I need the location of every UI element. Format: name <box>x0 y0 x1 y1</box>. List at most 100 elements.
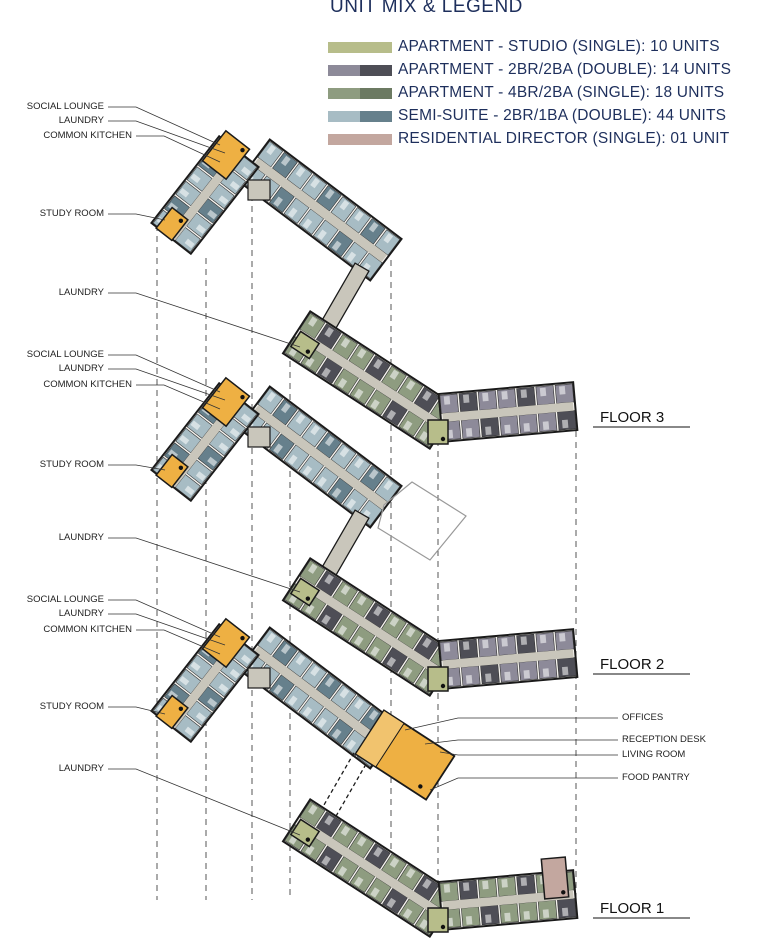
bath <box>308 316 318 327</box>
floor-2-plan <box>150 376 579 698</box>
bath <box>266 391 277 403</box>
bath <box>324 815 334 826</box>
bath <box>354 457 364 469</box>
legend-swatch <box>328 64 392 76</box>
bath <box>310 177 320 189</box>
leader-line <box>108 464 166 471</box>
legend-label: SEMI-SUITE - 2BR/1BA (DOUBLE): 44 UNITS <box>398 107 727 124</box>
bath <box>405 627 416 638</box>
legend-swatch <box>328 87 392 99</box>
bath <box>280 155 291 167</box>
label-social-lounge: SOCIAL LOUNGE <box>26 594 104 605</box>
studio-unit <box>427 907 449 933</box>
study-room-shape <box>155 453 189 489</box>
bath <box>402 667 413 678</box>
bath <box>331 728 342 739</box>
marker-dot <box>440 436 446 442</box>
semi-suite-wing-east <box>237 385 403 529</box>
bath <box>331 487 342 498</box>
label-laundry: LAUNDRY <box>58 532 104 543</box>
leader-line <box>136 135 221 163</box>
leader-line <box>108 706 166 715</box>
bath <box>339 199 350 211</box>
bath <box>195 471 206 481</box>
legend-swatch <box>328 41 392 53</box>
building-plans <box>150 129 579 939</box>
social-lounge <box>201 129 251 181</box>
marker-dot <box>418 784 423 789</box>
bath <box>240 654 252 665</box>
semi-suite-wing-east <box>237 626 403 770</box>
bath <box>405 380 416 391</box>
legend-item-studio: APARTMENT - STUDIO (SINGLE): 10 UNITS <box>328 37 720 57</box>
bath <box>462 394 470 404</box>
laundry-room-shape <box>289 577 321 607</box>
alignment-dashed-lines <box>156 195 577 930</box>
bath <box>368 221 379 233</box>
bath <box>539 634 547 644</box>
label-common-kitchen: COMMON KITCHEN <box>43 379 132 390</box>
study-room-shape <box>155 694 189 730</box>
social-lounge-shape <box>201 617 251 669</box>
bath <box>195 224 206 234</box>
bath <box>287 695 298 706</box>
bath <box>354 210 364 222</box>
bath <box>331 240 342 251</box>
label-offices: OFFICES <box>622 712 664 723</box>
bath <box>346 739 357 751</box>
bath <box>443 643 451 652</box>
label-laundry: LAUNDRY <box>58 115 104 126</box>
bath <box>465 916 473 925</box>
bath <box>520 636 528 645</box>
bath <box>386 897 397 909</box>
bath <box>340 825 351 837</box>
bath <box>266 144 277 156</box>
bath <box>482 639 489 649</box>
bath <box>422 390 432 402</box>
bath <box>321 367 331 378</box>
laundry-room-shape <box>289 818 321 848</box>
bath <box>419 677 429 689</box>
bath <box>501 637 508 647</box>
bath <box>356 348 367 359</box>
bath <box>482 392 489 402</box>
bath <box>389 616 400 627</box>
courtyard-outline <box>377 481 467 561</box>
lobby <box>354 709 456 801</box>
bath <box>280 402 291 414</box>
bath <box>373 358 383 370</box>
bath <box>520 389 528 398</box>
study-room <box>155 694 189 730</box>
bath <box>422 878 432 890</box>
bath <box>340 584 351 596</box>
bath <box>295 654 306 666</box>
legend-label: APARTMENT - 4BR/2BA (SINGLE): 18 UNITS <box>398 84 725 101</box>
bath <box>559 385 566 395</box>
studio-unit <box>427 666 449 692</box>
bath <box>184 485 195 496</box>
marker-dot <box>178 465 184 470</box>
bath <box>465 428 473 437</box>
bath <box>190 173 201 184</box>
marker-dot <box>561 890 566 895</box>
label-reception-desk: RECEPTION DESK <box>622 734 706 745</box>
two-br-wing <box>437 381 579 443</box>
bath <box>339 446 350 458</box>
bath <box>280 643 291 655</box>
bath <box>190 420 201 431</box>
bath <box>287 207 298 218</box>
bath <box>383 233 394 244</box>
marker-dot <box>178 706 184 711</box>
floor-1-title: FLOOR 1 <box>600 900 665 917</box>
bath <box>353 876 364 887</box>
leader-line <box>108 613 226 646</box>
bath <box>559 632 566 642</box>
bath <box>184 726 195 737</box>
bath <box>353 635 364 646</box>
bath <box>346 251 357 263</box>
bath <box>370 646 380 657</box>
bath <box>386 409 397 421</box>
bath <box>207 697 218 708</box>
bath <box>324 188 335 200</box>
